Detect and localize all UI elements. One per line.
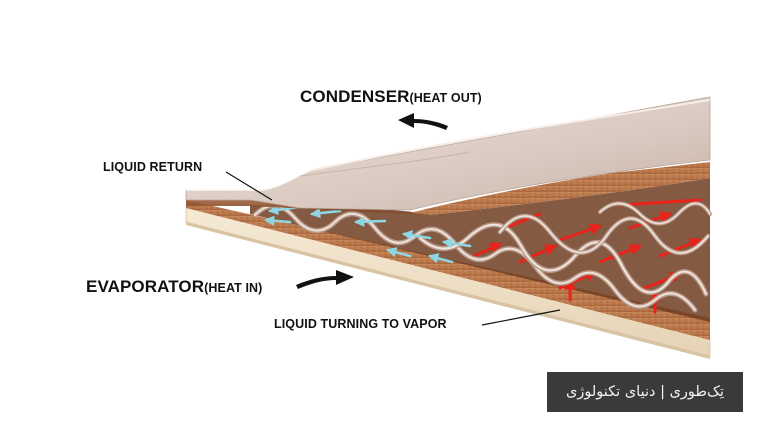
watermark: تِک‌طوری | دنیای تکنولوژی — [547, 372, 743, 412]
liquid-turning-to-vapor-label: LIQUID TURNING TO VAPOR — [274, 317, 447, 331]
condenser-plate — [185, 96, 711, 211]
wire-mesh — [252, 201, 712, 313]
evaporator-label: EVAPORATOR(HEAT IN) — [86, 277, 262, 297]
evaporator-title: EVAPORATOR — [86, 277, 205, 296]
condenser-title: CONDENSER — [300, 87, 410, 106]
heat-out-arrow — [398, 113, 448, 130]
liquid-flow-arrows — [263, 204, 472, 264]
liquid-return-label: LIQUID RETURN — [103, 160, 203, 174]
evaporator-wick — [186, 200, 710, 340]
heat-in-arrow — [296, 270, 354, 289]
vapor-chamber — [250, 178, 710, 322]
liquid-vapor-leader — [481, 309, 561, 326]
condenser-note: (HEAT OUT) — [409, 91, 482, 105]
condenser-label: CONDENSER(HEAT OUT) — [300, 87, 482, 107]
evaporator-note: (HEAT IN) — [204, 281, 263, 295]
liquid-return-leader — [225, 171, 273, 201]
